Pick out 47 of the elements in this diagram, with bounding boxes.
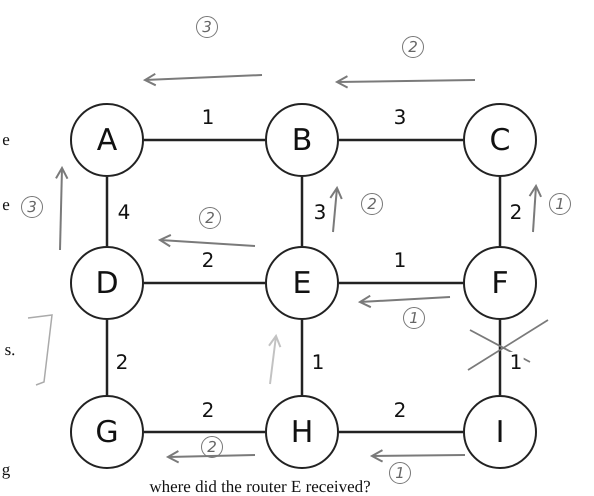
connector-line [300,320,304,395]
connector-line [144,138,265,142]
connector-line [300,177,304,246]
connector-line [498,177,502,246]
connector-line [339,430,463,434]
router-name: G [95,414,119,450]
handwritten-circled-number: 1 [389,462,411,484]
question-text-fragment: e [2,130,10,150]
handwritten-circled-number: 2 [361,193,383,215]
handwritten-circled-number: 2 [201,436,223,458]
edge-weight: 1 [392,250,408,270]
edge-weight: 4 [116,202,132,222]
question-text-fragment: e [2,195,10,215]
handwritten-circled-number: 2 [402,36,424,58]
router-name: B [292,122,312,158]
router-name: F [491,266,509,300]
router-name: D [95,266,119,300]
connector-line [144,430,265,434]
handwritten-circled-number: 1 [549,193,571,215]
connector-line [498,320,502,395]
edge-weight: 2 [508,202,524,222]
edge-weight: 2 [200,400,216,420]
handwritten-circled-number: 3 [196,16,218,38]
edge-weight: 2 [392,400,408,420]
connector-line [339,138,463,142]
question-text-fragment: where did the router E received? [149,477,371,496]
question-text-fragment: s. [4,340,16,360]
edge-weight: 2 [114,352,130,372]
router-name: I [496,414,504,450]
connector-line [106,320,108,395]
router-name: E [292,266,312,300]
edge-weight: 1 [200,107,216,127]
connector-line [106,177,108,246]
connector-line [339,282,463,284]
router-name: A [96,122,118,158]
handwritten-circled-number: 1 [403,307,425,329]
connector-line [144,282,265,284]
edge-weight: 3 [392,107,408,127]
edge-weight: 3 [312,202,328,222]
edge-weight: 1 [310,352,326,372]
handwritten-circled-number: 2 [199,207,221,229]
edge-weight: 1 [508,352,524,372]
router-name: C [490,122,510,158]
question-text-fragment: g [2,460,10,480]
router-name: H [290,414,314,450]
edge-weight: 2 [200,250,216,270]
handwritten-circled-number: 3 [21,196,43,218]
